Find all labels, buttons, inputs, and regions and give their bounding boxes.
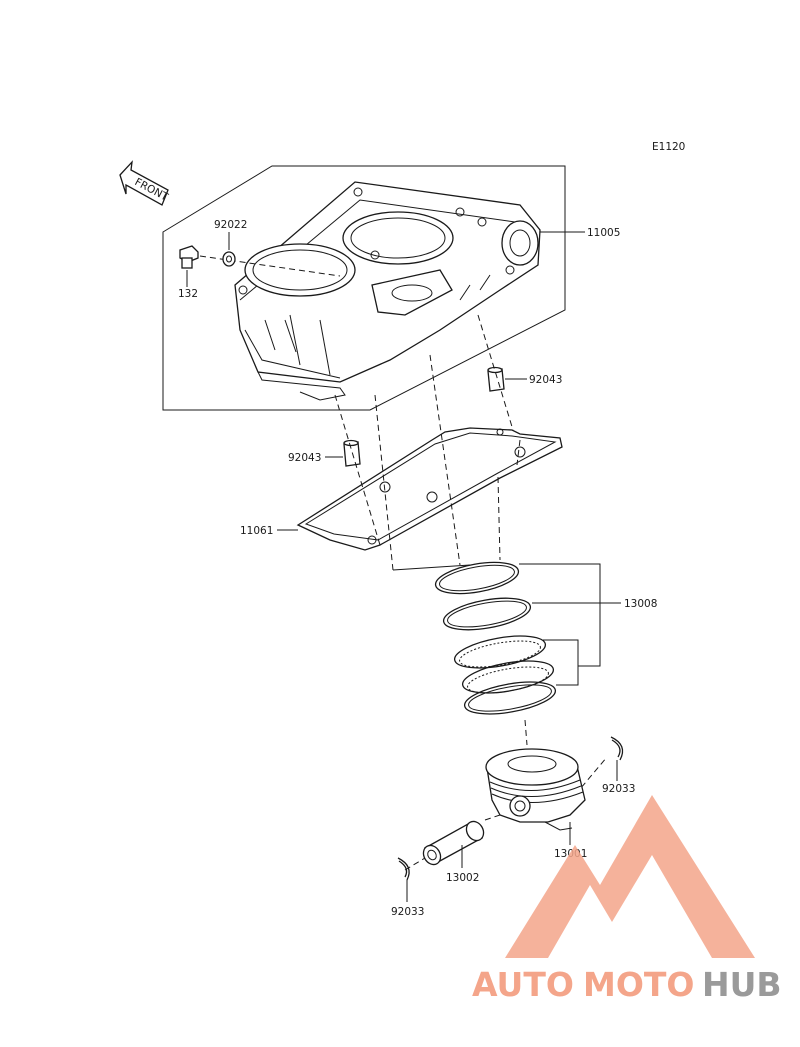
watermark-hub: HUB	[702, 965, 782, 1004]
cylinder-gasket-drawing	[296, 427, 563, 551]
snap-ring-left-drawing	[397, 857, 410, 881]
washer-drawing	[222, 251, 236, 267]
piston-ring-second-drawing	[442, 597, 532, 631]
part-label-snap-ring-left: 92033	[391, 906, 424, 918]
oil-jet-plug-drawing	[179, 245, 199, 269]
dowel-pin-lower-drawing	[343, 439, 361, 467]
piston-ring-top-drawing	[434, 561, 520, 595]
triangle-m-logo	[505, 795, 755, 958]
part-label-cylinder: 11005	[587, 227, 620, 239]
watermark-moto: MOTO	[583, 965, 694, 1004]
diagram-code: E1120	[652, 141, 685, 153]
front-arrow-icon: FRONT	[119, 160, 170, 206]
part-label-piston-pin: 13002	[446, 872, 479, 884]
oil-ring-rail-upper-drawing	[453, 635, 547, 669]
part-label-snap-ring-right: 92033	[602, 783, 635, 795]
oil-ring-expander-drawing	[461, 660, 555, 694]
snap-ring-right-drawing	[610, 736, 624, 761]
part-label-oil-jet-plug: 132	[178, 288, 198, 300]
part-label-washer: 92022	[214, 219, 247, 231]
oil-ring-rail-lower-drawing	[463, 681, 557, 715]
cylinder-reference-frame	[162, 165, 566, 411]
part-label-dowel-pin-lower: 92043	[288, 452, 321, 464]
watermark-auto: AUTO	[472, 965, 574, 1004]
cylinder-block-drawing	[234, 181, 541, 401]
part-label-gasket: 11061	[240, 525, 273, 537]
part-label-piston-ring-set: 13008	[624, 598, 657, 610]
dowel-pin-upper-drawing	[487, 366, 505, 392]
piston-drawing	[485, 748, 586, 831]
part-label-dowel-pin-upper: 92043	[529, 374, 562, 386]
piston-pin-drawing	[422, 820, 485, 866]
